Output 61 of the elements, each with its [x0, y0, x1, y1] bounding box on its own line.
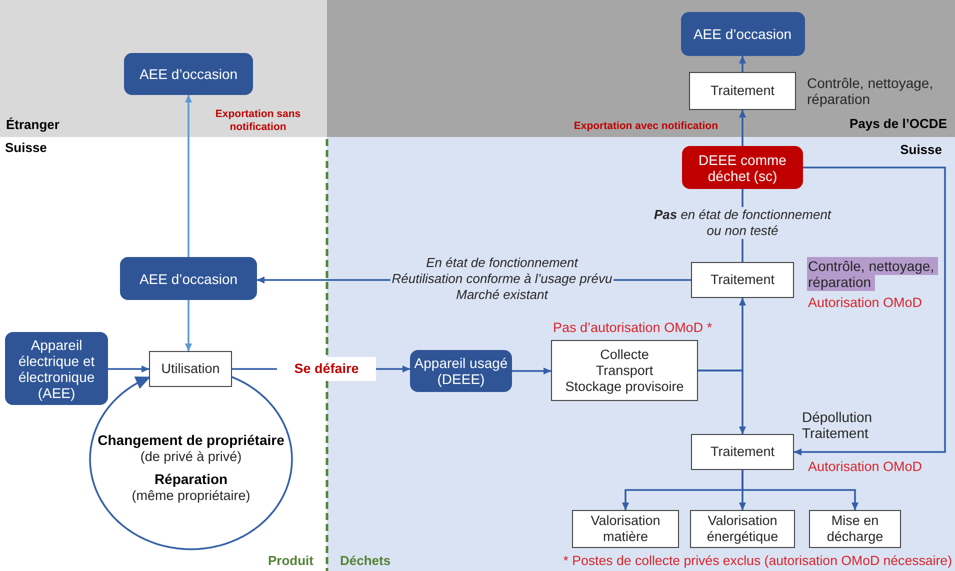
arrow	[108, 365, 150, 373]
process-box	[691, 434, 794, 470]
node-label: Appareil usagé (DEEE)	[413, 355, 509, 387]
state-box	[124, 53, 253, 95]
loop-label: Changement de propriétaire	[98, 432, 284, 448]
node-label: Valorisation matière	[590, 513, 662, 545]
region-label: Suisse	[900, 142, 942, 157]
node-label: Transport	[596, 362, 654, 378]
arrow	[184, 300, 192, 352]
process-box	[572, 510, 679, 548]
node-label: Stockage provisoire	[565, 378, 684, 394]
side-note: Traitement	[802, 425, 868, 441]
arrow	[184, 94, 192, 257]
node-label: Mise en décharge	[826, 513, 884, 545]
arrow	[742, 470, 859, 510]
loop-arrow	[89, 376, 293, 550]
zone-label: Produit	[268, 553, 314, 569]
node-label: AEE d’occasion	[693, 26, 792, 42]
arrow	[738, 56, 746, 72]
process-box	[689, 72, 796, 110]
arrow	[512, 367, 552, 375]
edge-label: Exportation sans notification	[214, 108, 302, 134]
region-label: Pays de l’OCDE	[849, 116, 947, 131]
arrow	[698, 370, 746, 434]
node-label: Traitement	[710, 444, 775, 460]
footnote: * Postes de collecte privés exclus (autorisation OMoD nécessaire)	[563, 553, 952, 569]
region-label: Déchets	[340, 553, 391, 568]
process-box	[690, 510, 795, 548]
region-band	[0, 0, 327, 137]
region-label: Suisse	[5, 140, 47, 156]
node-label: Valorisation énergétique	[706, 513, 780, 545]
waste-box	[682, 146, 803, 189]
node-label: Traitement	[710, 272, 775, 288]
loop-label: (même propriétaire)	[132, 488, 250, 504]
state-box	[680, 12, 804, 56]
node-label: Appareil électrique et électronique (AEE)	[17, 336, 96, 400]
permit-note: Autorisation OMoD	[808, 459, 922, 475]
node-label: DEEE comme déchet (sc)	[698, 152, 788, 184]
node-label: AEE d’occasion	[139, 66, 238, 82]
edge-label: Se défaire	[277, 357, 376, 381]
node-label: AEE d’occasion	[139, 270, 238, 286]
state-box	[5, 332, 108, 405]
arrow	[738, 110, 746, 146]
state-box	[120, 257, 257, 300]
edge-label: Exportation avec notification	[574, 120, 718, 133]
loop-label: (de privé à privé)	[140, 449, 242, 465]
permit-note: Pas d’autorisation OMoD *	[553, 320, 712, 336]
process-box	[691, 262, 794, 298]
region-band	[327, 0, 955, 137]
node-label: Utilisation	[161, 361, 220, 377]
side-note: Contrôle, nettoyage, réparation	[807, 75, 934, 107]
process-box	[809, 510, 901, 548]
process-box	[149, 351, 232, 387]
side-note: Dépollution	[802, 409, 872, 425]
process-box	[551, 340, 698, 401]
node-label: Collecte	[600, 346, 649, 362]
region-label: Étranger	[6, 117, 60, 132]
node-label: Traitement	[710, 83, 775, 99]
arrow	[794, 166, 946, 456]
loop-label: Réparation	[154, 471, 228, 487]
permit-note: Autorisation OMoD	[808, 295, 922, 311]
